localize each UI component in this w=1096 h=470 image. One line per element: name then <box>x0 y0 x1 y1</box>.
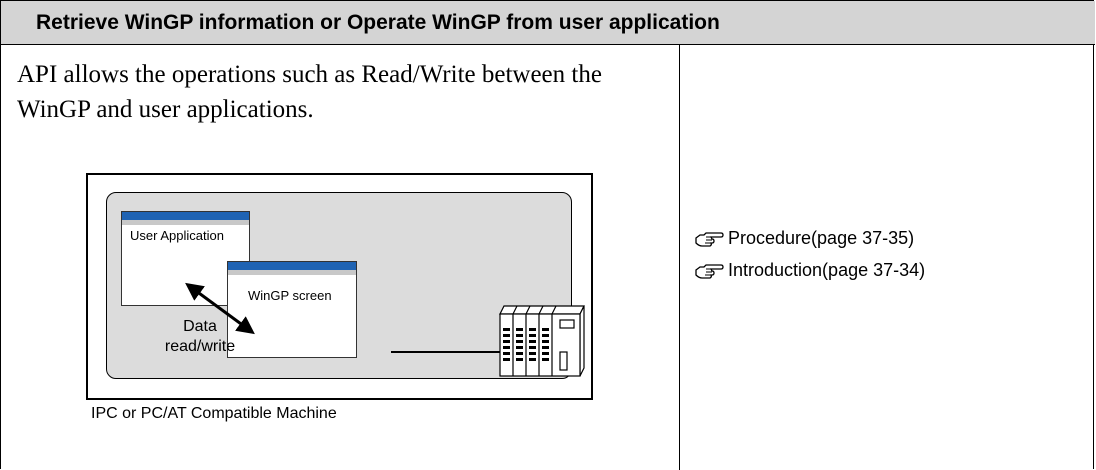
procedure-link[interactable]: Procedure(page 37-35) <box>694 228 914 249</box>
machine-label: IPC or PC/AT Compatible Machine <box>91 405 337 422</box>
window-menubar <box>228 270 356 275</box>
data-transfer-arrow <box>185 282 255 335</box>
plc-device-icon <box>499 305 585 377</box>
column-divider <box>679 45 680 470</box>
window-menubar <box>122 220 249 225</box>
table-header: Retrieve WinGP information or Operate Wi… <box>1 1 1095 45</box>
window-titlebar <box>228 262 356 270</box>
procedure-link-label: Procedure(page 37-35) <box>728 228 915 248</box>
pointing-hand-icon <box>695 264 724 279</box>
data-label-line2: read/write <box>164 338 236 355</box>
header-title: Retrieve WinGP information or Operate Wi… <box>36 11 720 34</box>
window-titlebar <box>122 212 249 220</box>
introduction-link-label: Introduction(page 37-34) <box>728 260 926 280</box>
introduction-link[interactable]: Introduction(page 37-34) <box>694 260 925 281</box>
user-application-label: User Application <box>130 228 224 243</box>
description-text: API allows the operations such as Read/W… <box>17 61 602 123</box>
pointing-hand-icon <box>695 232 724 247</box>
wingp-screen-label: WinGP screen <box>248 288 332 303</box>
